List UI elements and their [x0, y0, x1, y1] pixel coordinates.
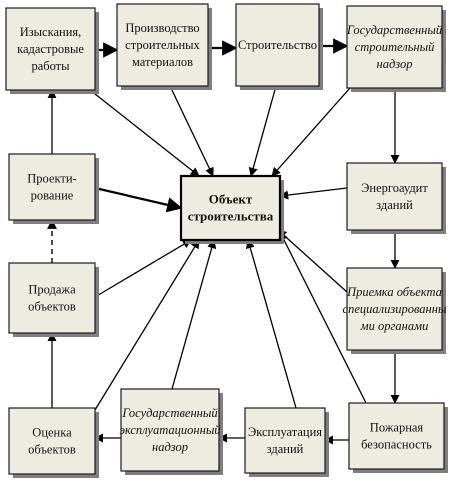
node-label-line: работы — [31, 59, 70, 73]
node-box — [244, 407, 326, 474]
node-energy-audit: Энергоаудит зданий — [346, 162, 446, 234]
node-label-line: строительства — [188, 209, 274, 224]
node-valuation: Оценка объектов — [8, 407, 99, 478]
node-materials: Производство строительных материалов — [116, 3, 212, 90]
node-label-line: строительных — [125, 38, 200, 52]
node-box — [346, 162, 443, 231]
node-label-line: кадастровые — [17, 42, 84, 56]
node-label-line: Строительство — [238, 38, 317, 52]
node-box — [8, 153, 96, 221]
node-label-line: зданий — [267, 442, 304, 456]
arrow-operational-supervision-to-center — [171, 239, 217, 390]
node-box — [5, 7, 96, 91]
arrow-sale-to-center — [94, 239, 192, 298]
node-survey: Изыскания, кадастровые работы — [5, 7, 99, 94]
edges-layer — [47, 38, 400, 445]
node-label-line: Продажа — [28, 283, 76, 297]
arrow-state-supervision-to-center — [271, 87, 351, 177]
node-label-line: Проекти- — [27, 172, 76, 186]
node-box — [116, 3, 209, 87]
node-construction: Строительство — [235, 3, 323, 90]
node-box — [120, 388, 220, 472]
node-label-line: Эксплуатация — [248, 425, 322, 439]
arrow-energy-audit-to-center — [279, 187, 348, 200]
arrow-materials-to-center — [169, 85, 214, 177]
arrow-operation-to-center — [245, 239, 297, 409]
node-label-line: специализированны — [343, 302, 447, 316]
node-operational-supervision: Государственный эксплуатационный надзор — [119, 388, 223, 475]
node-label-line: безопасность — [361, 438, 432, 452]
node-box — [348, 402, 445, 470]
node-label-line: ми органами — [360, 319, 429, 333]
node-label-line: объектов — [28, 300, 76, 314]
node-label-line: надзор — [377, 57, 413, 71]
node-design: Проекти-рование — [8, 153, 99, 224]
node-label-line: Энергоаудит — [361, 181, 428, 195]
arrow-fire-safety-to-center — [279, 231, 367, 404]
node-label-line: Государственный — [346, 23, 443, 37]
node-box — [346, 5, 443, 89]
node-label-line: Изыскания, — [20, 25, 82, 39]
arrow-valuation-to-center — [94, 239, 200, 411]
arrow-acceptance-to-center — [277, 229, 348, 293]
node-label-line: Оценка — [32, 426, 72, 440]
arrow-design-to-center — [94, 186, 183, 213]
node-label-line: Пожарная — [370, 421, 424, 435]
node-fire-safety: Пожарная безопасность — [348, 402, 448, 473]
node-label-line: рование — [31, 189, 74, 203]
node-box — [8, 262, 96, 334]
node-label-line: Государственный — [121, 406, 218, 420]
node-label-line: Приемка объекта — [346, 285, 442, 299]
node-label-line: надзор — [152, 440, 188, 454]
node-label-line: зданий — [376, 198, 413, 212]
nodes-layer: Объект строительства Изыскания, кадастровые… — [5, 3, 448, 478]
node-box — [346, 267, 443, 351]
node-box — [8, 407, 96, 475]
node-sale: Продажа объектов — [8, 262, 99, 337]
node-label-line: Объект — [209, 192, 253, 207]
node-acceptance: Приемка объекта специализированны ми орган… — [343, 267, 447, 354]
node-box — [235, 3, 320, 87]
node-label-line: объектов — [28, 443, 76, 457]
arrow-survey-to-center — [89, 89, 200, 177]
node-center: Объект строительства — [179, 174, 284, 244]
node-box — [179, 174, 282, 242]
node-label-line: строительный — [355, 40, 435, 54]
node-state-supervision: Государственный строительный надзор — [346, 5, 446, 92]
node-label-line: Производство — [125, 21, 199, 35]
arrow-construction-to-center — [248, 85, 277, 177]
node-label-line: материалов — [132, 55, 193, 69]
node-label-line: эксплуатационный — [119, 423, 221, 437]
node-operation: Эксплуатация зданий — [244, 407, 329, 477]
